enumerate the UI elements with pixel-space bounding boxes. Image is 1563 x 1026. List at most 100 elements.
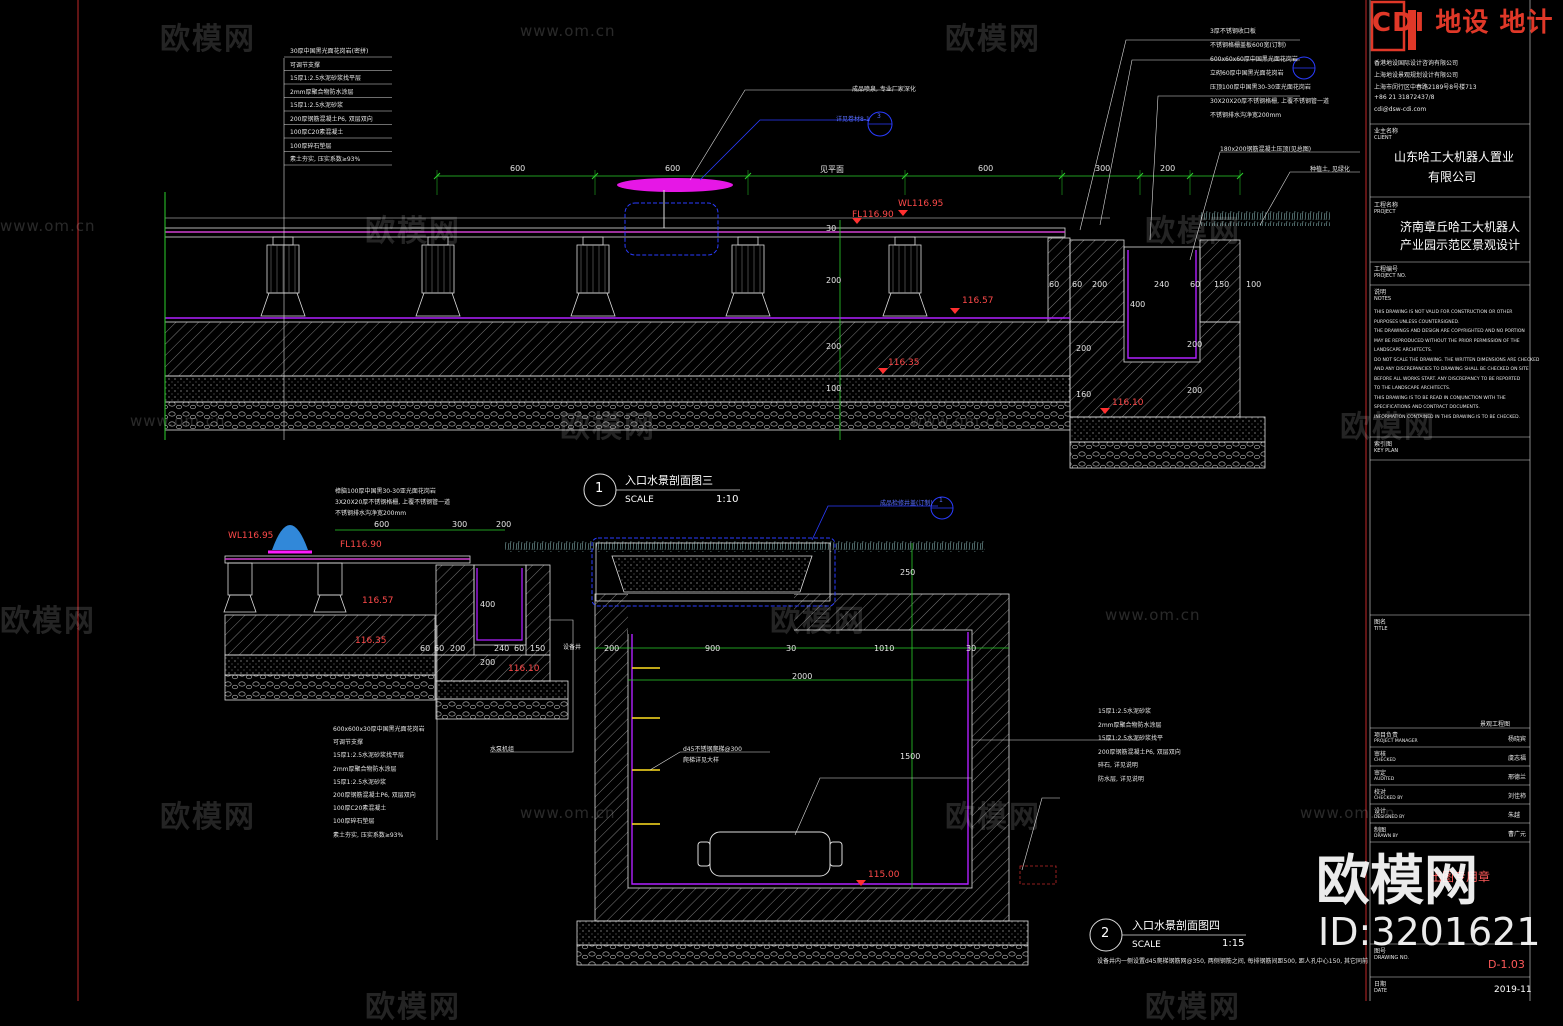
s2-ref-leader	[811, 505, 938, 541]
watermark-url: www.om.cn	[520, 804, 616, 822]
elev-marker-3	[1100, 408, 1110, 414]
s2-side-label: 设备井	[563, 644, 582, 651]
pedestal-head	[582, 236, 604, 246]
s2-pedestals	[223, 562, 347, 613]
watermark-brand: 欧模网	[160, 800, 256, 835]
dim-top-label: 见平面	[820, 165, 844, 174]
cad-drawing	[77, 0, 1531, 1001]
company-line: 香港地设国际设计咨询有限公司	[1374, 60, 1459, 67]
s2-side-leader	[490, 619, 574, 753]
callout-leader	[699, 119, 870, 181]
s2-dim-mid: 1010	[874, 644, 895, 653]
role-label: 校对	[1374, 789, 1387, 796]
material-note-right: 600x60x60厚中国黑光面花岗岩	[1210, 56, 1298, 63]
wall-right	[1199, 239, 1241, 323]
project-no-label: 工程编号	[1374, 266, 1399, 273]
date-label-en: DATE	[1374, 988, 1388, 994]
section-2-title: 入口水景剖面图四	[1132, 919, 1220, 932]
pump-cap-r	[829, 841, 843, 867]
s2-pipe-label-2: 爬梯详见大样	[683, 757, 720, 764]
material-note: 200厚钢筋混凝土P6, 双层双向	[290, 115, 373, 123]
section-1-drawing	[164, 39, 1360, 469]
s2-material-note: 不锈钢排水沟净宽200mm	[335, 510, 407, 517]
lawn-note: 180x200钢筋混凝土压顶(见总图)	[1220, 146, 1312, 153]
pedestal-head	[272, 236, 294, 246]
pit-base-gravel	[1069, 441, 1266, 469]
watermark-url: www.om.cn	[130, 412, 226, 430]
firm-logo: CDI 地设 地计	[1372, 8, 1554, 38]
note-line: LANDSCAPE ARCHITECTS.	[1374, 348, 1433, 353]
dim-vertical: 100	[826, 384, 842, 393]
s2-ref-label: 成品检修井盖(订制)	[880, 500, 933, 507]
s2-drain-base-gravel	[435, 698, 569, 720]
pedestal-base	[313, 594, 347, 613]
section-1-number: 1	[595, 481, 604, 496]
s2-elevation-fl: FL116.90	[340, 540, 382, 550]
right-leader-3	[1149, 95, 1300, 241]
watermark-url: www.om.cn	[0, 217, 96, 235]
s2-drain-box	[1019, 865, 1057, 885]
dim-right: 240	[1154, 280, 1170, 289]
elevation-2: 116.35	[888, 358, 920, 368]
elev-marker-2	[878, 368, 888, 374]
pedestal-base	[570, 292, 616, 317]
dim-vertical: 200	[826, 342, 842, 351]
pedestal-head	[894, 236, 916, 246]
pit-cover-outline	[591, 537, 836, 607]
project-name-1: 济南章丘哈工大机器人	[1400, 220, 1521, 234]
material-note-right: 立砌60厚中国黑光面花岗岩	[1210, 70, 1284, 77]
pedestal-base	[882, 292, 928, 317]
note-line: PURPOSES UNLESS COUNTERSIGNED.	[1374, 319, 1460, 325]
s2-drain-wall-l	[435, 564, 475, 656]
material-note-right: 3厚不锈钢收口板	[1210, 28, 1256, 35]
role-label-en: AUDITED	[1374, 777, 1395, 782]
pit-base-dots	[1069, 416, 1266, 443]
client-label: 业主名称	[1374, 128, 1399, 135]
client-name-1: 山东哈工大机器人置业	[1394, 150, 1515, 164]
note-line: MAY BE REPRODUCED WITHOUT THE PRIOR PERM…	[1374, 338, 1520, 344]
s2-material-note-bottom: 200厚钢筋混凝土P6, 双层双向	[333, 792, 416, 799]
s2-elevation-1: 116.57	[362, 596, 394, 606]
section-2-footnote: 设备井内一侧设置d45爬梯钢筋网@350, 两侧钢筋之间, 每排钢筋间距500,…	[1097, 958, 1369, 965]
s2-small-dim: 60	[434, 644, 445, 653]
s2-ref-number: 1	[939, 497, 943, 504]
drawing-no-label: 图号	[1374, 948, 1387, 955]
material-note: 素土夯实, 压实系数≥93%	[290, 156, 361, 163]
s2-drain-base	[435, 654, 551, 682]
role-name: 杨晓宾	[1508, 736, 1527, 743]
section-1-scale: 1:10	[716, 494, 739, 505]
elev-marker-1	[950, 308, 960, 314]
s2-dim-top: 300	[452, 520, 468, 529]
title-label: 图名	[1374, 619, 1387, 626]
s2-dim-mid: 30	[786, 644, 797, 653]
material-note-right: 不锈钢格栅盖板600宽(订制)	[1210, 42, 1287, 49]
dim-top: 600	[978, 164, 994, 173]
title-label-en: TITLE	[1374, 626, 1388, 632]
watermark-brand: 欧模网	[770, 604, 866, 639]
section-2-number: 2	[1101, 926, 1110, 941]
role-name: 刘佳柿	[1508, 793, 1527, 800]
keyplan-label-en: KEY PLAN	[1374, 448, 1399, 454]
s2-material-note-bottom: 100厚碎石垫层	[333, 818, 375, 826]
role-label: 制图	[1374, 827, 1387, 834]
s2-pump-leader	[794, 777, 972, 836]
logo-block	[1370, 0, 1406, 52]
dim-right: 100	[1246, 280, 1262, 289]
watermark-url: www.om.cn	[520, 22, 616, 40]
watermark-brand: 欧模网	[365, 990, 461, 1025]
adjustable-pedestals	[260, 236, 928, 317]
pit-base-gravel	[576, 944, 1029, 966]
s2-tank-note: 15厚1:2.5水泥砂浆	[1098, 708, 1152, 715]
dim-right: 60	[1190, 280, 1201, 289]
s2-grass	[505, 540, 985, 552]
project-label-en: PROJECT	[1374, 209, 1396, 215]
watermark-brand: 欧模网	[0, 604, 96, 639]
dim-vertical-right: 400	[1130, 300, 1146, 309]
note-leaders	[284, 56, 392, 166]
role-name: 朱越	[1508, 812, 1521, 819]
ref-label: 详见卷材8-1	[836, 116, 870, 123]
project-name-2: 产业园示范区景观设计	[1400, 238, 1521, 252]
s2-drain	[473, 564, 527, 646]
dim-top: 200	[1160, 164, 1176, 173]
